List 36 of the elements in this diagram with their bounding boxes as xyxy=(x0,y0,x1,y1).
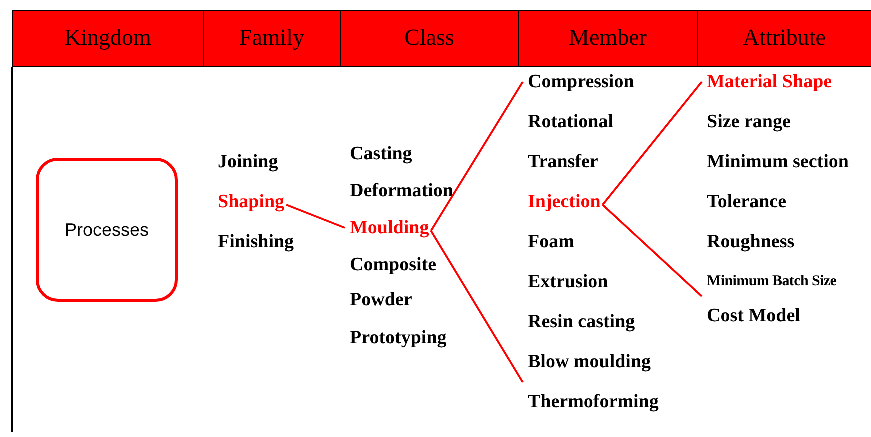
list-item: Cost Model xyxy=(707,306,800,326)
list-item: Shaping xyxy=(218,192,285,212)
process-box: Processes xyxy=(36,158,178,302)
list-item: Casting xyxy=(350,144,412,164)
list-item: Moulding xyxy=(350,218,430,238)
list-item: Material Shape xyxy=(707,72,832,92)
list-item: Compression xyxy=(528,72,634,92)
connector-line xyxy=(286,204,346,229)
list-item: Transfer xyxy=(528,152,598,172)
header-cell: Member xyxy=(518,10,698,67)
connector-line xyxy=(602,81,703,206)
connector-line xyxy=(602,204,703,298)
list-item: Thermoforming xyxy=(528,392,659,412)
list-item: Roughness xyxy=(707,232,795,252)
header-cell: Class xyxy=(340,10,519,67)
list-item: Prototyping xyxy=(350,328,447,348)
list-item: Deformation xyxy=(350,182,454,200)
list-item: Powder xyxy=(350,290,412,310)
header-cell: Family xyxy=(203,10,341,67)
list-item: Finishing xyxy=(218,232,294,252)
list-item: Joining xyxy=(218,152,278,172)
list-item: Rotational xyxy=(528,112,614,132)
list-item: Composite xyxy=(350,256,437,274)
list-item: Minimum section xyxy=(707,152,849,172)
connector-line xyxy=(430,81,524,232)
list-item: Blow moulding xyxy=(528,352,652,372)
connector-line xyxy=(430,230,524,384)
list-item: Minimum Batch Size xyxy=(707,274,837,290)
list-item: Resin casting xyxy=(528,312,636,332)
list-item: Injection xyxy=(528,192,601,212)
header-cell: Attribute xyxy=(697,10,871,67)
list-item: Size range xyxy=(707,112,791,132)
list-item: Tolerance xyxy=(707,192,787,212)
list-item: Extrusion xyxy=(528,272,608,292)
header-cell: Kingdom xyxy=(12,10,204,67)
list-item: Foam xyxy=(528,232,574,252)
